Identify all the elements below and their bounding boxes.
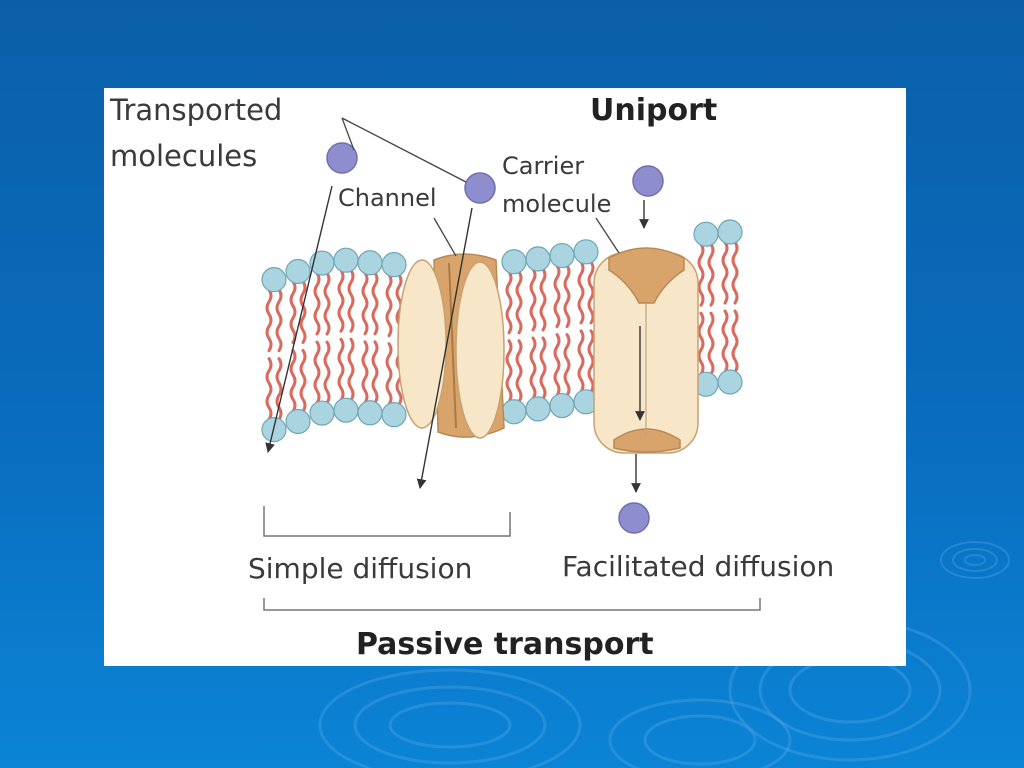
pointer-lines xyxy=(341,117,620,257)
membrane-transport-diagram: Transported molecules Uniport Channel Ca… xyxy=(109,93,834,662)
transported-molecules xyxy=(326,142,664,534)
lipid-head xyxy=(381,402,407,428)
channel-label: Channel xyxy=(338,184,437,212)
lipid-head xyxy=(285,258,311,285)
lipid-tail xyxy=(313,340,321,405)
diffusion-arrows xyxy=(265,185,649,493)
passive-transport-label: Passive transport xyxy=(356,627,654,662)
simple-diffusion-bracket xyxy=(263,506,511,537)
lipid-head xyxy=(525,396,551,422)
lipid-tail xyxy=(539,267,547,332)
lipid-head xyxy=(717,219,743,245)
lipid-head xyxy=(573,239,599,265)
lipid-tail xyxy=(697,242,705,307)
lipid-tail xyxy=(529,336,537,401)
molecule-carrier xyxy=(632,165,664,197)
lipid-tail xyxy=(361,340,369,405)
lipid-tail xyxy=(299,279,307,344)
lipid-tail xyxy=(371,340,379,405)
lipid-tail xyxy=(515,270,523,335)
lipid-tail xyxy=(731,309,739,374)
lipid-tail xyxy=(721,309,729,374)
lipid-head xyxy=(381,252,407,278)
brackets xyxy=(263,506,761,611)
lipid-head xyxy=(333,397,359,423)
molecule-simple xyxy=(326,142,358,174)
molecule-released xyxy=(618,502,650,534)
lipid-tail xyxy=(505,339,513,404)
carrier-label-line2: molecule xyxy=(502,190,611,218)
lipid-tail xyxy=(337,268,345,333)
lipid-heads xyxy=(261,219,743,443)
lipid-head xyxy=(501,249,527,275)
lipid-tail xyxy=(721,240,729,305)
lipid-tail xyxy=(289,279,297,344)
lipid-tail xyxy=(577,260,585,325)
carrier-label-line1: Carrier xyxy=(502,152,584,180)
lipid-tail xyxy=(275,288,283,353)
lipid-tail xyxy=(323,271,331,336)
lipid-tail xyxy=(707,311,715,376)
lipid-head xyxy=(549,392,575,419)
facilitated-diffusion-label: Facilitated diffusion xyxy=(562,550,834,583)
lipid-head xyxy=(285,408,311,435)
lipid-tail xyxy=(347,268,355,333)
lipid-tail xyxy=(731,240,739,305)
lipid-tail xyxy=(323,340,331,405)
transported-molecules-label-line1: Transported xyxy=(109,93,282,127)
lipid-tail xyxy=(385,273,393,338)
lipid-head xyxy=(501,399,527,425)
lipid-tail xyxy=(707,242,715,307)
diagram-panel: Transported molecules Uniport Channel Ca… xyxy=(104,88,906,666)
lipid-head xyxy=(333,247,359,273)
lipid-tail xyxy=(563,264,571,329)
lipid-tail xyxy=(265,357,273,422)
lipid-tail xyxy=(587,260,595,325)
lipid-tail xyxy=(265,288,273,353)
lipid-tail xyxy=(587,329,595,394)
lipid-head xyxy=(549,242,575,269)
lipid-tail xyxy=(299,348,307,413)
simple-diffusion-label: Simple diffusion xyxy=(248,552,472,585)
lipid-head xyxy=(693,221,719,247)
lipid-head xyxy=(357,250,383,276)
uniport-label: Uniport xyxy=(590,93,717,128)
lipid-tail xyxy=(347,337,355,402)
lipid-tail xyxy=(515,339,523,404)
lipid-tails xyxy=(265,240,739,422)
lipid-tail xyxy=(337,337,345,402)
transported-molecules-label-line2: molecules xyxy=(110,139,257,173)
lipid-head xyxy=(309,400,335,426)
lipid-head xyxy=(525,246,551,272)
molecule-channel xyxy=(464,172,496,204)
lipid-tail xyxy=(385,342,393,407)
lipid-tail xyxy=(577,329,585,394)
lipid-tail xyxy=(275,357,283,422)
lipid-tail xyxy=(313,271,321,336)
lipid-tail xyxy=(505,270,513,335)
lipid-tail xyxy=(529,267,537,332)
lipid-tail xyxy=(539,336,547,401)
passive-transport-bracket xyxy=(263,598,761,611)
lipid-tail xyxy=(371,271,379,336)
lipid-tail xyxy=(553,333,561,398)
lipid-tail xyxy=(361,271,369,336)
lipid-tail xyxy=(563,333,571,398)
lipid-head xyxy=(717,369,743,395)
channel-protein xyxy=(397,253,505,439)
lipid-head xyxy=(261,267,287,293)
ripple-bottom xyxy=(318,668,792,768)
lipid-tail xyxy=(553,264,561,329)
lipid-head xyxy=(357,400,383,426)
lipid-tail xyxy=(697,311,705,376)
carrier-protein xyxy=(593,247,699,454)
lipid-tail xyxy=(289,348,297,413)
